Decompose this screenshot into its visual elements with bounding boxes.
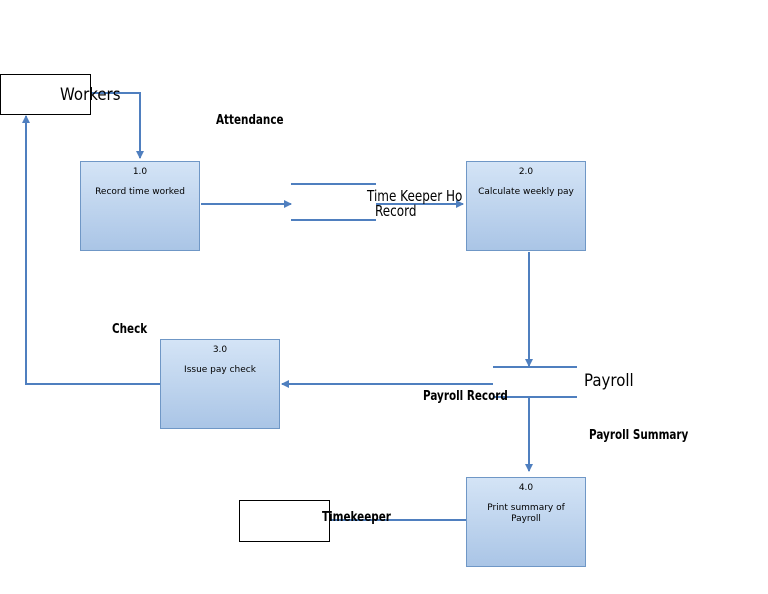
check-flow [22, 115, 160, 385]
timekeeper-store-label-line2: Record [375, 202, 417, 220]
payroll-record-flow-label: Payroll Record [423, 389, 508, 404]
process-id: 1.0 [132, 167, 148, 177]
process-id: 4.0 [518, 483, 534, 493]
check-flow-label: Check [112, 322, 148, 337]
attendance-flow [90, 92, 144, 159]
process-calculate-weekly-pay: 2.0 Calculate weekly pay [466, 161, 586, 251]
payroll-store-label: Payroll [584, 371, 634, 391]
process-issue-pay-check: 3.0 Issue pay check [160, 339, 280, 429]
timekeeper-store-label-line1: Time Keeper Ho [367, 187, 463, 205]
process-id: 3.0 [212, 345, 228, 355]
workers-label: Workers [60, 85, 121, 105]
process-record-time-worked: 1.0 Record time worked [80, 161, 200, 251]
process-print-summary-of-payroll: 4.0 Print summary of Payroll [466, 477, 586, 567]
process-id: 2.0 [518, 167, 534, 177]
payroll-summary-flow-label: Payroll Summary [589, 428, 689, 443]
process-name: Print summary of Payroll [487, 503, 565, 524]
process-name: Record time worked [95, 187, 185, 197]
timekeeper-entity [239, 500, 330, 542]
workers-entity [0, 74, 91, 115]
process-name: Calculate weekly pay [478, 187, 574, 197]
timekeeper-label: Timekeeper [322, 510, 391, 525]
process-name: Issue pay check [184, 365, 256, 375]
attendance-flow-label: Attendance [216, 113, 284, 128]
